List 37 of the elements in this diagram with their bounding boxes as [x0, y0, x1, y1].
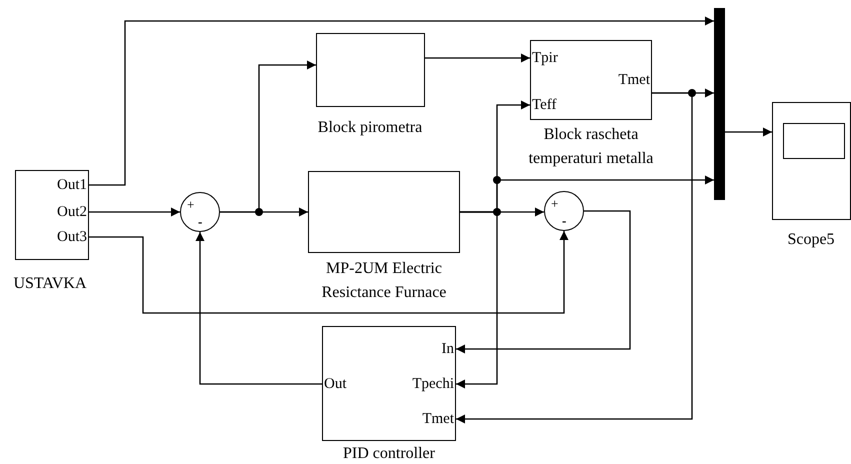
port-label: Out3 — [57, 230, 87, 245]
block-caption: Block rascheta temperaturi metalla — [528, 125, 654, 169]
port-label: Out — [324, 377, 346, 392]
signal-arrow — [196, 232, 322, 385]
block-caption: PID controller — [342, 444, 436, 464]
mux-bar — [714, 8, 725, 200]
signal-arrow — [456, 210, 631, 354]
block-caption: Block pirometra — [316, 118, 424, 138]
signal-arrow — [456, 92, 693, 424]
sign-label: + — [187, 198, 194, 211]
port-label: Teff — [532, 98, 556, 113]
block-box — [308, 171, 460, 253]
block-caption: USTAVKA — [12, 274, 88, 294]
port-label: In — [442, 342, 454, 357]
block-caption: Scope5 — [786, 230, 836, 250]
block-box — [772, 102, 851, 220]
signal-arrow — [456, 211, 498, 388]
port-label: Tmet — [618, 73, 650, 88]
block-box — [15, 170, 89, 260]
port-label: Tpechi — [412, 377, 454, 392]
sign-label: + — [551, 197, 558, 210]
port-label: Out1 — [57, 178, 87, 193]
signal-arrow — [425, 54, 530, 62]
block-box — [322, 326, 456, 441]
port-label: Out2 — [57, 205, 87, 220]
signal-arrow — [220, 208, 308, 216]
sign-label: - — [562, 214, 566, 227]
block-box — [530, 40, 652, 120]
sign-label: - — [198, 215, 202, 228]
block-caption: MP-2UM Electric Resictance Furnace — [320, 259, 448, 303]
port-label: Tmet — [422, 412, 454, 427]
block-box — [316, 33, 425, 107]
signal-arrow — [725, 128, 772, 136]
signal-arrow — [89, 16, 714, 186]
port-label: Tpir — [532, 51, 558, 66]
signal-arrow — [89, 208, 180, 216]
signal-arrow — [89, 231, 568, 314]
